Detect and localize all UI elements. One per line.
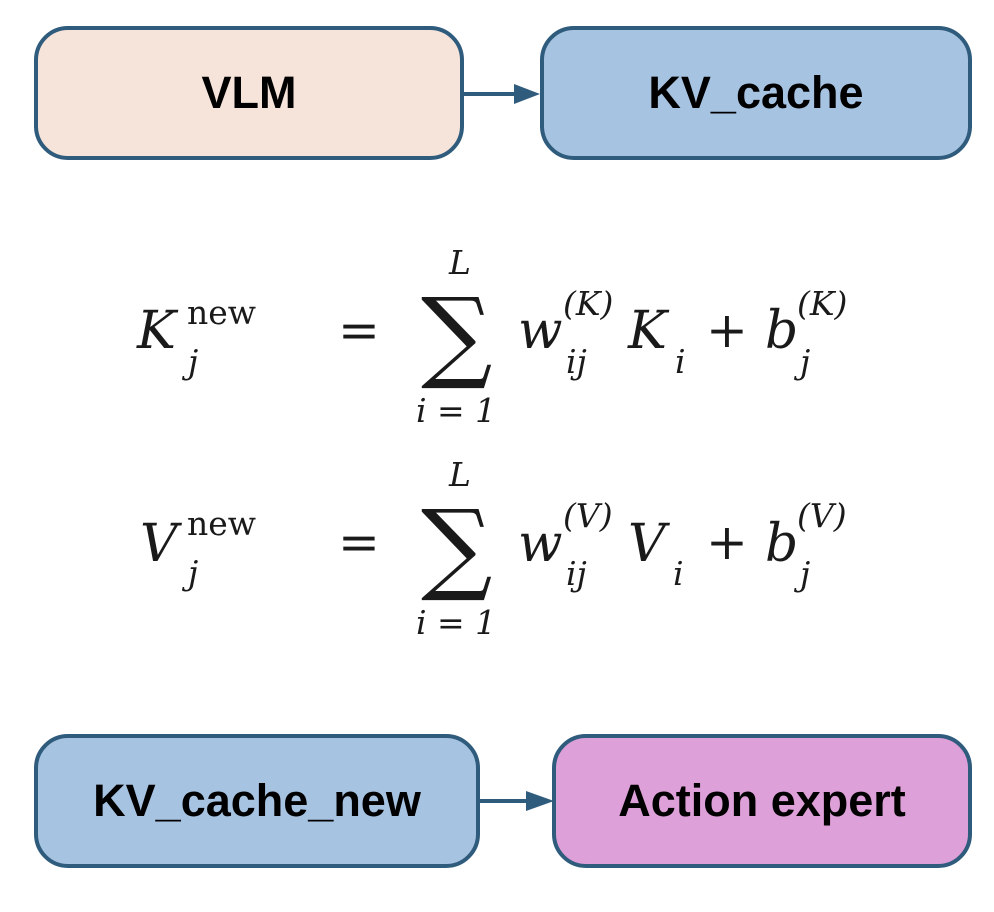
eq-v-weight-sup: (V) — [563, 496, 613, 535]
eq-v-term-sub: i — [673, 554, 684, 593]
eq-v-lhs-sub: j — [188, 553, 199, 592]
eq-k-bias-sub: j — [800, 342, 811, 381]
arrow-vlm-to-kv-cache — [464, 84, 540, 104]
eq-v-term: V — [628, 514, 666, 574]
eq-k-sum-lower: i = 1 — [416, 391, 497, 430]
eq-v-lhs-symbol: V — [140, 514, 178, 574]
eq-v-equals: = — [338, 513, 380, 571]
eq-v-bias-sup: (V) — [797, 496, 847, 535]
kv-cache-node: KV_cache — [540, 26, 972, 160]
eq-k-sigma-icon: ∑ — [421, 276, 493, 393]
eq-k-plus: + — [706, 301, 748, 359]
eq-k-lhs-sup: new — [187, 293, 257, 332]
eq-k-sum-upper: L — [449, 243, 471, 282]
kv-cache-new-node: KV_cache_new — [34, 734, 480, 868]
eq-k-weight-sup: (K) — [563, 284, 614, 323]
eq-k-equals: = — [338, 301, 380, 359]
eq-k-term: K — [628, 301, 667, 361]
arrow-kv-cache-new-to-action-expert — [480, 791, 554, 811]
eq-v-bias: b — [765, 514, 799, 574]
vlm-label: VLM — [201, 67, 297, 118]
action-expert-label: Action expert — [618, 775, 906, 826]
eq-k-weight-sub: ij — [566, 342, 587, 381]
eq-v-sigma-icon: ∑ — [421, 488, 493, 605]
eq-v-plus: + — [706, 513, 748, 571]
eq-v-bias-sub: j — [800, 554, 811, 593]
eq-k-term-sub: i — [675, 342, 686, 381]
eq-v-sum-lower: i = 1 — [416, 603, 497, 642]
eq-k-lhs-symbol: K — [137, 301, 176, 361]
vlm-node: VLM — [34, 26, 464, 160]
eq-k-lhs-sub: j — [188, 342, 199, 381]
eq-v-weight: w — [518, 514, 563, 574]
eq-v-sum-upper: L — [449, 455, 471, 494]
eq-k-weight: w — [518, 301, 563, 361]
kv-cache-new-label: KV_cache_new — [93, 775, 421, 826]
eq-v-lhs-sup: new — [187, 504, 257, 543]
eq-k-bias-sup: (K) — [797, 284, 848, 323]
kv-cache-label: KV_cache — [648, 67, 864, 118]
eq-v-weight-sub: ij — [566, 554, 587, 593]
action-expert-node: Action expert — [552, 734, 972, 868]
eq-k-bias: b — [765, 301, 799, 361]
